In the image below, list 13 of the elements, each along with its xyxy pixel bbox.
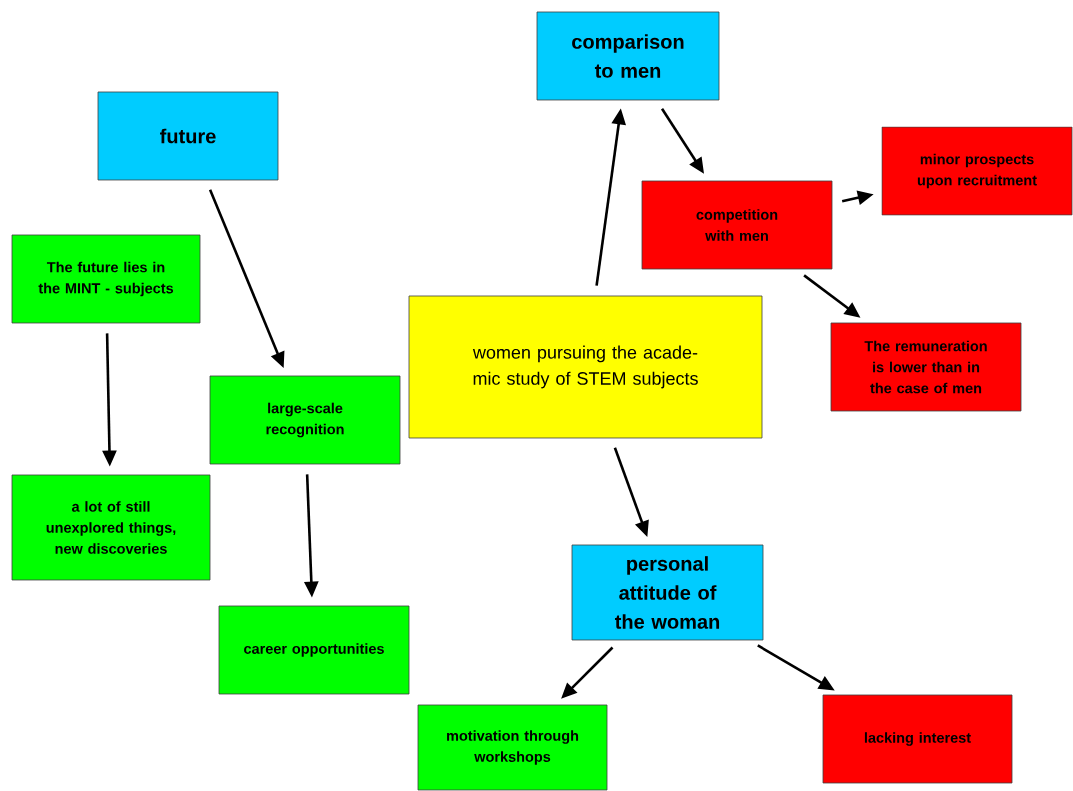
idea-box: a lot of still unexplored things, new discoveries — [11, 474, 211, 581]
idea-box: competition with men — [641, 180, 833, 270]
topic-box: future — [97, 91, 279, 181]
topic-box: personal attitude of the woman — [571, 544, 764, 641]
idea-box: large-scale recognition — [209, 375, 401, 465]
idea-box: The future lies in the MINT - subjects — [11, 234, 201, 324]
topic-box: comparison to men — [536, 11, 720, 101]
idea-box: The remuneration is lower than in the case of men — [830, 322, 1022, 412]
idea-box: motivation through workshops — [417, 704, 608, 791]
idea-box: lacking interest — [822, 694, 1013, 784]
idea-box: career opportunities — [218, 605, 410, 695]
central-box: women pursuing the acade-mic study of STEM subjects — [408, 295, 763, 439]
idea-box: minor prospects upon recruitment — [881, 126, 1073, 216]
